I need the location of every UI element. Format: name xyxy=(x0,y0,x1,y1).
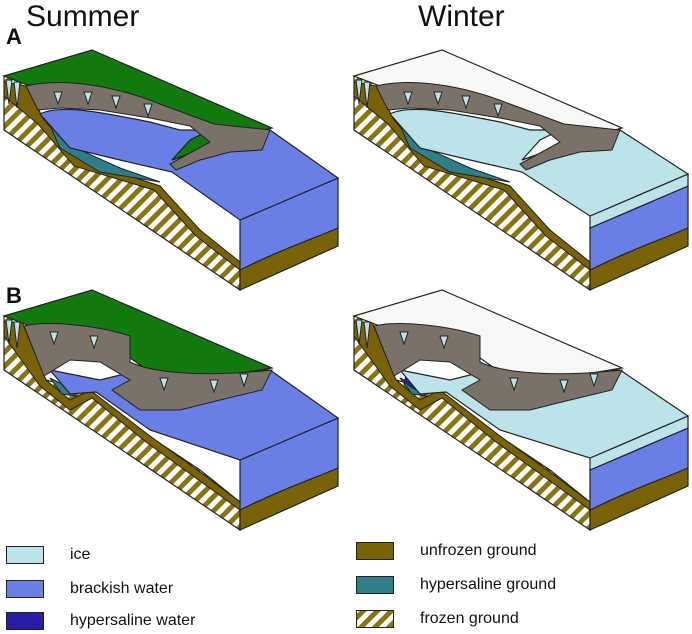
legend-item-hypersaline-ground: hypersaline ground xyxy=(356,576,556,594)
legend-label: frozen ground xyxy=(420,610,519,627)
unfrozen-slope xyxy=(353,321,591,511)
legend-label: hypersaline water xyxy=(70,612,196,629)
legend-item-ice: ice xyxy=(6,546,90,564)
legend-swatch-unfrozen-ground xyxy=(356,542,394,560)
legend-label: brackish water xyxy=(70,580,174,597)
legend-label: unfrozen ground xyxy=(420,542,537,559)
ice-wedges xyxy=(5,319,249,394)
panel-a-label: A xyxy=(6,24,22,49)
summer-heading: Summer xyxy=(26,0,140,33)
legend-item-brackish-water: brackish water xyxy=(6,580,173,598)
brackish-water-front xyxy=(589,427,689,511)
rock-bluff xyxy=(375,82,621,171)
unfrozen-slope xyxy=(3,321,241,511)
rock-bluff xyxy=(25,82,271,171)
legend-item-unfrozen-ground: unfrozen ground xyxy=(356,542,537,560)
legend-label: ice xyxy=(70,546,91,563)
brackish-water-front xyxy=(589,185,689,271)
panel-b-label: B xyxy=(6,283,22,308)
rock-bluff xyxy=(23,323,273,411)
legend-swatch-hypersaline-water xyxy=(6,612,44,630)
legend-swatch-frozen-ground xyxy=(356,610,394,628)
ice-wedges xyxy=(5,79,153,118)
brackish-water-front xyxy=(239,177,339,271)
legend-label: hypersaline ground xyxy=(420,576,557,593)
legend-swatch-ice xyxy=(6,546,44,564)
legend-swatch-brackish-water xyxy=(6,580,44,598)
brackish-water-front xyxy=(239,417,339,511)
winter-heading: Winter xyxy=(418,0,505,33)
ice-wedges xyxy=(355,319,599,394)
legend-item-hypersaline-water: hypersaline water xyxy=(6,612,195,630)
legend-swatch-hypersaline-ground xyxy=(356,576,394,594)
ice-wedges xyxy=(355,79,503,118)
legend-item-frozen-ground: frozen ground xyxy=(356,610,519,628)
rock-bluff xyxy=(373,323,623,411)
